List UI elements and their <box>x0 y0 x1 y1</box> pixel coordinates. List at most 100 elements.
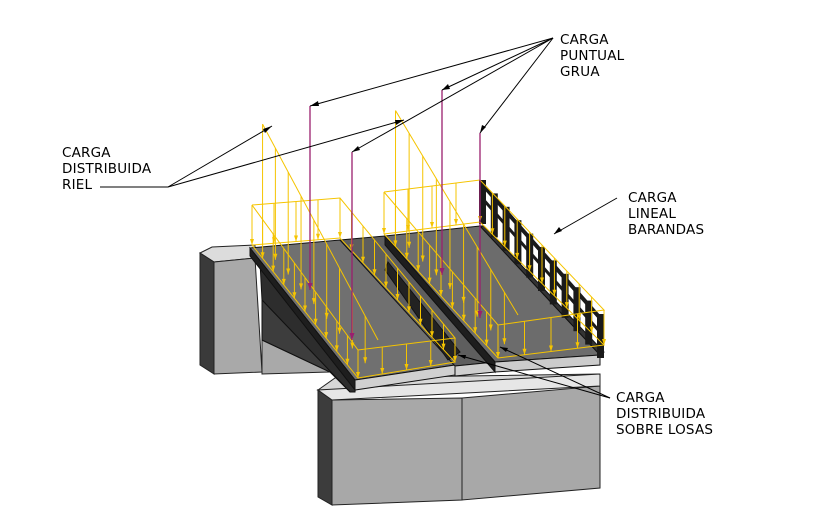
middle-slab <box>338 235 497 377</box>
right-load-arrow <box>404 252 409 259</box>
right-rail-profile <box>395 110 519 316</box>
railing-post <box>561 273 569 318</box>
left-rail-load-arrow <box>350 342 355 349</box>
right-load-arrow <box>473 327 478 334</box>
leader-barandas <box>553 197 618 235</box>
back-abutment-side <box>199 252 215 375</box>
left-load-arrow <box>338 232 342 238</box>
label-line: CARGA <box>62 145 111 161</box>
railing-post <box>502 206 510 251</box>
leader-riel-2 <box>167 119 405 188</box>
right-rail-load-arrow <box>407 241 412 248</box>
label-line: CARGA <box>560 32 609 48</box>
left-load-arrow <box>294 235 298 242</box>
left-load-arrow <box>372 269 377 276</box>
right-load-arrow <box>502 240 507 247</box>
left-load-arrow <box>380 368 385 374</box>
right-load-arrow <box>439 290 443 296</box>
arrowhead-grua-3 <box>480 125 486 133</box>
right-load-arrow <box>484 339 489 346</box>
arrowhead-grua-2 <box>442 84 450 90</box>
right-rail-load-arrow <box>502 338 507 345</box>
label-line: LINEAL <box>628 206 677 222</box>
label-line: CARGA <box>616 390 665 406</box>
left-load-arrow <box>441 343 446 350</box>
left-load-arrow <box>356 372 360 378</box>
right-load-arrow <box>393 240 398 247</box>
leader-grua-2 <box>441 37 554 91</box>
left-load-arrow <box>271 265 276 272</box>
right-load-arrow <box>461 314 466 321</box>
right-base-frame <box>383 221 606 359</box>
left-rail-load-arrow <box>311 298 316 305</box>
arrowhead-riel-1 <box>263 126 272 133</box>
point-load-arrow <box>307 283 313 290</box>
point-loads <box>307 90 483 340</box>
leader-grua-1 <box>309 37 554 107</box>
railing-post <box>573 287 581 332</box>
arrowhead-riel-2 <box>395 120 404 125</box>
left-load-arrow <box>361 256 365 263</box>
lower-pier-cap <box>316 373 601 401</box>
left-load-arrow <box>303 305 307 312</box>
leader-losas-1 <box>457 354 611 399</box>
label-carga-lineal-barandas: CARGA LINEAL BARANDAS <box>628 190 704 238</box>
right-load-arrow <box>602 339 606 345</box>
lower-pier-front-right <box>461 385 601 501</box>
label-line: DISTRIBUIDA <box>62 161 152 177</box>
arrowhead-grua-1 <box>310 101 319 106</box>
leader-grua-4 <box>351 37 554 153</box>
right-load-arrow <box>540 277 544 284</box>
leader-riel-1 <box>167 125 273 188</box>
left-rail-load-arrow <box>337 327 342 334</box>
left-load-arrow <box>404 364 409 370</box>
label-line: PUNTUAL <box>560 48 625 64</box>
lower-pier-side <box>317 389 333 506</box>
left-rail-profile <box>262 123 379 341</box>
leader-lines <box>100 37 618 399</box>
left-load-arrow <box>407 306 411 313</box>
right-slab-front <box>494 354 601 373</box>
leader-losas-2 <box>499 346 611 399</box>
right-load-arrow <box>490 228 495 235</box>
right-load-arrow <box>515 252 520 259</box>
left-beam-face <box>261 298 351 393</box>
arrowhead-losas-2 <box>500 347 508 352</box>
left-load-arrow <box>453 356 457 362</box>
arrowhead-grua-4 <box>352 146 360 152</box>
point-load-arrow <box>477 311 483 318</box>
left-load-arrow <box>316 233 320 240</box>
arrowhead-barandas <box>554 227 562 234</box>
railing-post <box>549 260 557 305</box>
label-carga-puntual-grua: CARGA PUNTUAL GRUA <box>560 32 624 80</box>
left-load-arrow <box>313 318 318 325</box>
right-load-arrow <box>549 345 553 352</box>
left-load-arrow <box>384 281 388 288</box>
left-load-arrow <box>334 345 339 352</box>
left-load-arrow <box>260 252 265 259</box>
right-load-arrow <box>577 314 582 321</box>
lower-pier-front-left <box>331 397 463 506</box>
right-rail-load-arrow <box>420 255 425 262</box>
leader-arrowheads <box>263 84 562 359</box>
left-rail-load-arrow <box>363 357 368 364</box>
right-load-arrow <box>575 342 580 349</box>
right-load-arrow <box>427 277 432 284</box>
railing-post <box>597 314 604 358</box>
leader-grua-3 <box>479 37 554 134</box>
label-line: GRUA <box>560 64 600 80</box>
railing-post <box>490 193 498 238</box>
right-load-arrow <box>527 265 532 272</box>
right-load-arrow <box>454 219 458 225</box>
left-load-arrow <box>281 278 286 285</box>
arrowhead-losas-1 <box>458 355 466 359</box>
right-load-arrow <box>382 228 386 234</box>
left-rail-load-arrow <box>286 268 291 275</box>
label-line: DISTRIBUIDA <box>616 406 706 422</box>
left-load-arrow <box>345 358 350 365</box>
label-carga-distribuida-losas: CARGA DISTRIBUIDA SOBRE LOSAS <box>616 390 713 438</box>
right-rail-load-arrow <box>434 269 439 276</box>
lower-pier <box>316 373 601 506</box>
left-rail-load-arrow <box>273 253 278 260</box>
